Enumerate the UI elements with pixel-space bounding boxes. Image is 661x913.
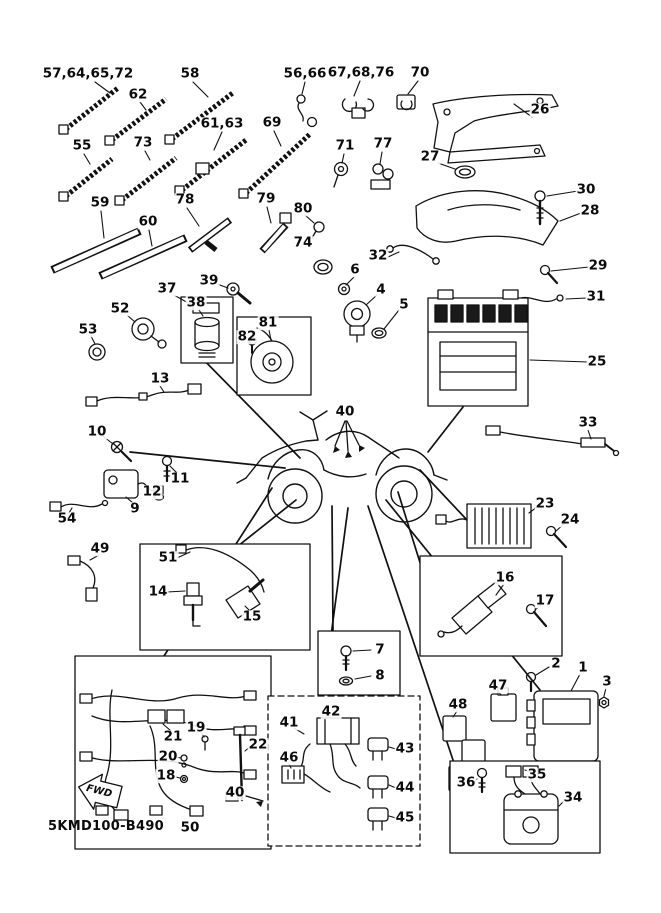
cylinder-box-38 [180, 296, 234, 364]
starter-relay-box-34-36 [449, 760, 601, 854]
starter-relay-34 [503, 793, 559, 845]
ignition-coil-box-16-17 [419, 555, 563, 657]
spark-plug-14 [186, 582, 200, 597]
bolt-2 [525, 671, 537, 693]
fuse-45 [367, 807, 389, 822]
small-clamps [296, 94, 416, 239]
grommet-18 [179, 774, 189, 784]
ignition-coil-9 [103, 469, 164, 499]
bracket-26 [432, 93, 559, 164]
fuse-44 [367, 775, 389, 790]
switch-part-6 [337, 282, 351, 296]
nut-3 [598, 696, 610, 709]
cable-straps [58, 86, 312, 206]
lead-wire-13 [85, 383, 202, 407]
lead-wire-49 [67, 555, 98, 602]
bolt-29 [539, 264, 559, 285]
wire-harness-50 [87, 694, 247, 702]
bolt-11 [161, 455, 173, 483]
relay-47 [490, 687, 517, 722]
knob-52 [131, 317, 167, 349]
connector-35 [505, 765, 522, 778]
cdi-unit-1 [526, 690, 599, 762]
plug-cap-15 [225, 585, 261, 619]
bottom-40-arrow [245, 795, 264, 807]
bolt-24 [545, 525, 568, 549]
atv-silhouette [236, 410, 448, 524]
o-ring-5 [371, 327, 387, 339]
lead-wire-54 [49, 499, 109, 512]
screw-10 [110, 440, 133, 463]
emblem-27 [454, 165, 476, 179]
horn-box-81-82 [236, 316, 312, 396]
spark-plug-box-14-15 [139, 543, 311, 651]
key-39 [226, 282, 252, 305]
connector-46 [281, 765, 305, 784]
washer-12 [153, 493, 165, 501]
cable-33 [485, 425, 620, 457]
diagram-code: 5KMD100-B490 [48, 819, 165, 834]
harness-box [74, 655, 272, 850]
regulator-23 [435, 503, 532, 549]
fuse-box-dashed [267, 695, 421, 847]
ignition-coil-16 [451, 595, 493, 635]
plug-lead-51 [185, 546, 265, 593]
connector-21 [147, 709, 166, 724]
lead-wire-32 [386, 244, 440, 265]
callout-40-arrows [333, 420, 365, 458]
main-switch-4 [343, 300, 371, 343]
washer-8 [338, 676, 354, 686]
screw-box-7-8 [317, 630, 401, 696]
cover-28 [415, 165, 559, 246]
grommet-53 [88, 343, 106, 361]
o-ring-74 [313, 259, 333, 275]
fuse-holder-42 [316, 717, 360, 745]
lock-barrel-37 [192, 302, 220, 314]
fuse-43 [367, 737, 389, 752]
fwd-arrow [77, 773, 123, 810]
battery-25 [427, 289, 529, 407]
cable-22 [233, 726, 246, 736]
wire-tubes [50, 212, 292, 280]
